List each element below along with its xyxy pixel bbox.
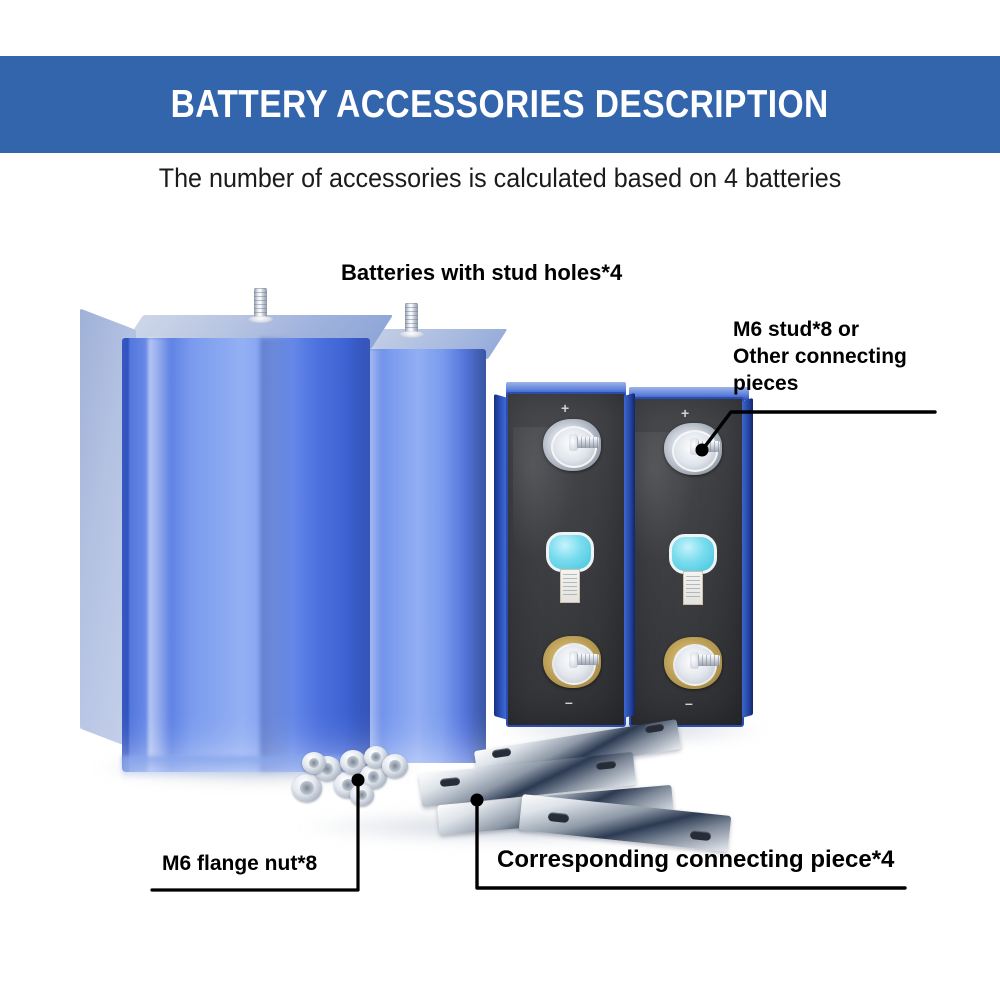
bolt-threads: [577, 437, 599, 448]
positive-terminal: [543, 419, 601, 471]
positive-terminal: [664, 423, 722, 475]
cell-highlight: [148, 338, 170, 772]
tab-print-lines: [686, 576, 700, 600]
flange-nut-cluster: [290, 746, 420, 810]
stud-threads: [405, 303, 418, 333]
cell-blue-edge-top: [506, 382, 626, 395]
callout-label-connecting-piece: Corresponding connecting piece*4: [497, 846, 895, 873]
terminal-bolt: [569, 434, 599, 451]
stud-bolt-front: [248, 288, 273, 323]
polarity-minus-label: –: [565, 694, 573, 710]
bolt-threads: [698, 441, 720, 452]
product-photo: +: [0, 210, 1000, 1000]
cell-highlight: [368, 349, 382, 763]
flange-nut: [340, 750, 366, 774]
polarity-plus-label: +: [561, 400, 570, 416]
cell-dark-face: +: [629, 397, 744, 727]
polarity-minus-label: –: [685, 695, 693, 711]
safety-vent: [546, 532, 594, 572]
callout-label-batteries: Batteries with stud holes*4: [341, 260, 623, 285]
flange-nut: [350, 784, 374, 806]
terminal-bolt: [690, 438, 720, 455]
cell-blue-edge-top: [629, 387, 749, 400]
cell-shadow-band: [260, 338, 290, 772]
negative-terminal: [543, 636, 601, 688]
subtitle-text: The number of accessories is calculated …: [158, 163, 842, 193]
cell-blue-edge-right: [742, 397, 753, 718]
battery-cell-blue-rear: [356, 329, 508, 763]
stud-threads: [254, 288, 267, 318]
cell-dark-face: +: [506, 392, 626, 727]
terminal-bolt: [690, 652, 720, 669]
terminal-bolt: [569, 651, 599, 668]
negative-terminal: [664, 637, 722, 689]
battery-cell-blue-front: [80, 308, 394, 778]
cell-blue-edge-right: [624, 392, 635, 718]
flange-nut: [292, 774, 322, 802]
vent-label-tab: [683, 571, 703, 605]
flange-nut: [302, 752, 326, 774]
page-title: BATTERY ACCESSORIES DESCRIPTION: [170, 82, 830, 126]
battery-cell-dark-right: +: [629, 387, 753, 727]
vent-label-tab: [560, 569, 580, 603]
callout-label-flange-nut: M6 flange nut*8: [162, 852, 318, 875]
header-banner: BATTERY ACCESSORIES DESCRIPTION: [0, 56, 1000, 153]
callout-label-m6-stud: M6 stud*8 or Other connecting pieces: [733, 318, 907, 395]
safety-vent: [669, 534, 717, 574]
stud-bolt-rear: [399, 303, 424, 338]
bolt-threads: [577, 654, 599, 665]
bolt-threads: [698, 655, 720, 666]
tab-print-lines: [563, 574, 577, 598]
terminal-ring: [673, 644, 717, 686]
flange-nut: [382, 754, 408, 778]
battery-cell-dark-left: +: [494, 382, 635, 727]
polarity-plus-label: +: [681, 405, 690, 421]
